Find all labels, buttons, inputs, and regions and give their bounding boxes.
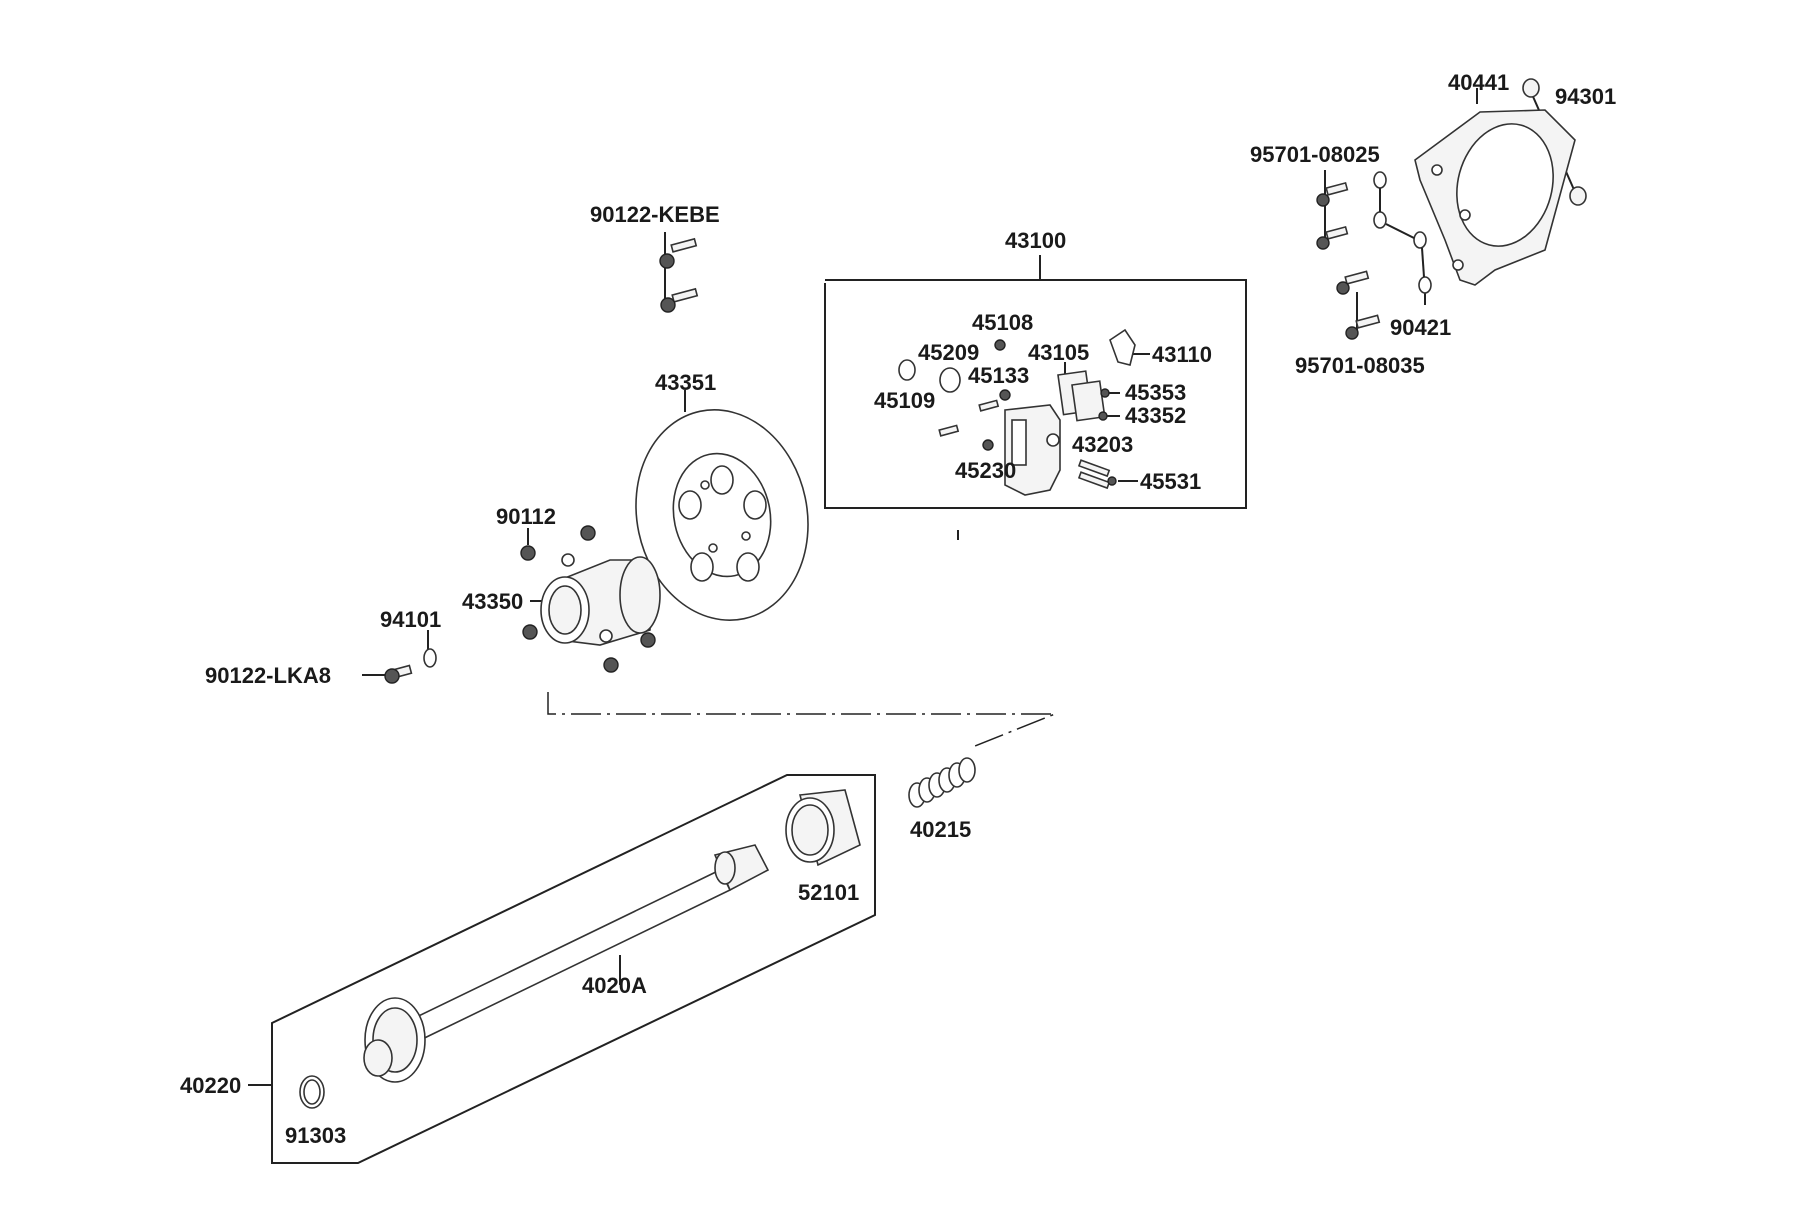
spring-plate-43110 <box>1109 328 1136 366</box>
axle-kit-box <box>248 774 876 1164</box>
bracket-40441 <box>1414 109 1576 286</box>
axle-4020a <box>363 844 770 1083</box>
centerline <box>547 692 1056 749</box>
pin-45108 <box>994 339 1006 351</box>
washers-90421 <box>1373 171 1432 294</box>
label-4020a: 4020A <box>582 973 647 998</box>
washer-94101 <box>423 648 437 668</box>
label-40441: 40441 <box>1448 70 1509 95</box>
snap-ring-91303 <box>299 1075 325 1109</box>
label-45209: 45209 <box>918 340 979 365</box>
leader-lines <box>362 88 1576 985</box>
label-95701-08025: 95701-08025 <box>1250 142 1380 167</box>
hub-bolts-90112 <box>520 525 656 673</box>
bolts-95701-08025 <box>1316 181 1349 250</box>
label-43351: 43351 <box>655 370 716 395</box>
hub-43350 <box>540 553 661 646</box>
bolt-90122-lka8 <box>384 664 413 684</box>
label-45133: 45133 <box>968 363 1029 388</box>
label-45109: 45109 <box>874 388 935 413</box>
bolt-90122-kebe-lower <box>660 287 699 313</box>
label-43110: 43110 <box>1152 342 1212 367</box>
label-95701-08035: 95701-08035 <box>1295 353 1425 378</box>
label-43105: 43105 <box>1028 340 1089 365</box>
label-43203: 43203 <box>1072 432 1133 457</box>
bolt-45133 <box>999 389 1011 401</box>
label-91303: 91303 <box>285 1123 346 1148</box>
ring-45209 <box>939 367 961 393</box>
spring-40215 <box>908 757 976 808</box>
seal-45109 <box>898 359 916 381</box>
label-40220: 40220 <box>180 1073 241 1098</box>
brake-pads-43105 <box>1057 370 1106 422</box>
label-43100: 43100 <box>1005 228 1066 253</box>
label-45108: 45108 <box>972 310 1033 335</box>
collar-94301 <box>1522 78 1587 206</box>
bolt-90122-kebe-upper <box>659 237 698 269</box>
caliper-43105 <box>1004 404 1061 496</box>
label-90122-kebe: 90122-KEBE <box>590 202 720 227</box>
label-94301: 94301 <box>1555 84 1616 109</box>
part-labels: 90122-KEBE 43100 40441 94301 95701-08025… <box>180 70 1616 1148</box>
small-parts-caliper <box>898 339 1117 490</box>
label-43352: 43352 <box>1125 403 1186 428</box>
label-43350: 43350 <box>462 589 523 614</box>
label-45531: 45531 <box>1140 469 1201 494</box>
label-90112: 90112 <box>496 504 556 529</box>
label-90421: 90421 <box>1390 315 1451 340</box>
cap-45353 <box>1100 388 1110 398</box>
bolts-95701-08035 <box>1336 270 1381 340</box>
label-45353: 45353 <box>1125 380 1186 405</box>
clip-45531 <box>1107 476 1117 486</box>
label-40215: 40215 <box>910 817 971 842</box>
label-45230: 45230 <box>955 458 1016 483</box>
brake-disc-43351 <box>635 409 809 621</box>
seal-cap-52101 <box>785 789 861 867</box>
label-52101: 52101 <box>798 880 859 905</box>
label-94101: 94101 <box>380 607 441 632</box>
label-90122-lka8: 90122-LKA8 <box>205 663 331 688</box>
bleeder-43352 <box>1098 411 1108 421</box>
pin-45230 <box>982 439 994 451</box>
caliper-kit-box <box>824 255 1247 509</box>
